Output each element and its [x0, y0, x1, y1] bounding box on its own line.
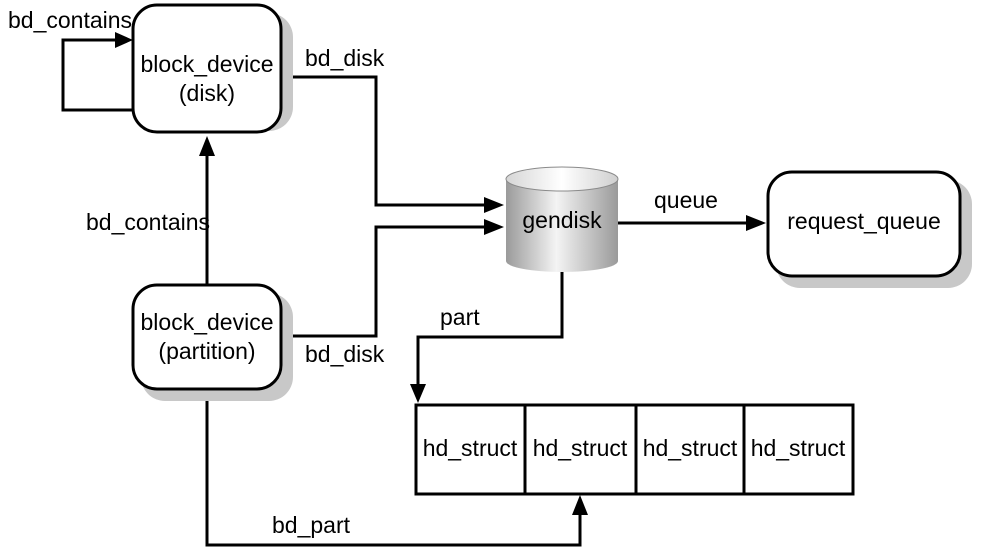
disk-self-contains-edge [61, 38, 133, 112]
disk-bd-disk-label: bd_disk [305, 45, 385, 71]
partition-bd-contains-label: bd_contains [86, 209, 210, 235]
gendisk-part-arrowhead [410, 384, 426, 403]
partition-bd-part-edge [205, 389, 582, 547]
gendisk-queue-label: queue [654, 187, 718, 213]
hd-struct-cell-2: hd_struct [533, 435, 628, 461]
hd-struct-cell-4: hd_struct [751, 435, 846, 461]
gendisk-queue-arrowhead [746, 215, 766, 231]
request-queue-node: request_queue [766, 170, 972, 288]
block-device-disk-label-line1: block_device [141, 51, 274, 77]
block-device-partition-node: block_device (partition) [131, 283, 293, 401]
gendisk-part-label: part [440, 304, 480, 330]
partition-bd-part-arrowhead [572, 495, 588, 515]
partition-bd-disk-arrowhead [484, 219, 504, 235]
block-device-partition-label-line1: block_device [141, 309, 274, 335]
disk-bd-disk-edge [280, 75, 486, 207]
gendisk-label: gendisk [522, 207, 602, 233]
hd-struct-cell-1: hd_struct [423, 435, 518, 461]
partition-bd-disk-label: bd_disk [305, 341, 385, 367]
block-device-disk-label-line2: (disk) [179, 80, 235, 106]
block-device-partition-label-line2: (partition) [158, 338, 255, 364]
gendisk-node: gendisk [505, 166, 619, 272]
block-device-disk-node: block_device (disk) [131, 3, 293, 134]
gendisk-part-edge [416, 272, 564, 386]
partition-bd-contains-arrowhead [199, 136, 215, 156]
disk-self-contains-arrowhead [115, 32, 133, 48]
partition-bd-disk-edge [280, 225, 486, 338]
hd-struct-cell-3: hd_struct [643, 435, 738, 461]
disk-self-contains-label: bd_contains [8, 7, 132, 33]
hd-struct-array-node: hd_struct hd_struct hd_struct hd_struct [414, 403, 855, 496]
disk-bd-disk-arrowhead [484, 197, 504, 213]
partition-bd-part-label: bd_part [272, 512, 351, 538]
request-queue-label: request_queue [787, 208, 940, 234]
